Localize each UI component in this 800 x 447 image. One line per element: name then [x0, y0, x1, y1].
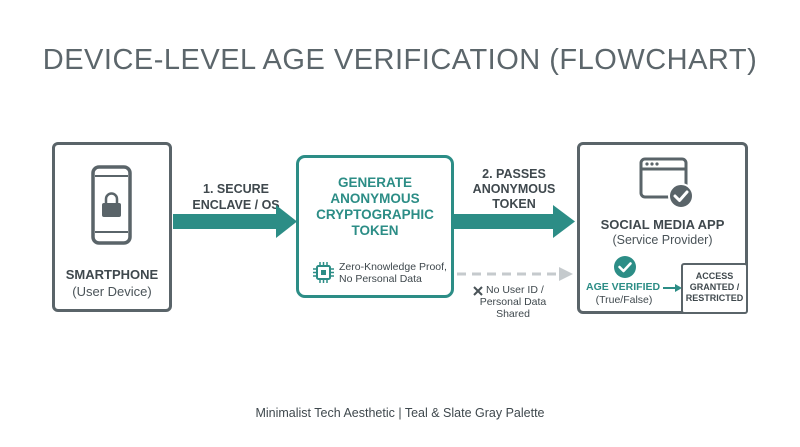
token-note-line1: Zero-Knowledge Proof,: [339, 261, 447, 273]
arrow-right-icon: [453, 205, 575, 238]
arrow1-label-line2: ENCLAVE / OS: [192, 198, 280, 212]
app-label: SOCIAL MEDIA APP: [600, 217, 725, 232]
access-line1: ACCESS: [695, 271, 734, 281]
token-title-line1: GENERATE: [337, 175, 412, 190]
check-circle-icon: [614, 256, 636, 278]
dashed-label-line1: No User ID /: [486, 284, 544, 296]
access-box: ACCESS GRANTED / RESTRICTED: [681, 263, 748, 314]
access-line2: GRANTED /: [689, 282, 740, 292]
footer-caption: Minimalist Tech Aesthetic | Teal & Slate…: [255, 406, 545, 420]
token-note-line2: No Personal Data: [339, 273, 422, 285]
smartphone-icon: [91, 165, 132, 245]
token-title-line3: CRYPTOGRAPHIC: [316, 207, 434, 222]
smartphone-label: SMARTPHONE: [65, 267, 159, 282]
arrow-right-icon: [173, 205, 297, 238]
app-sublabel: (Service Provider): [612, 233, 713, 247]
dashed-label-line2: Personal Data: [479, 296, 547, 308]
page-title: DEVICE-LEVEL AGE VERIFICATION (FLOWCHART…: [42, 44, 758, 76]
social-media-app-box: SOCIAL MEDIA APP (Service Provider) AGE …: [577, 142, 748, 314]
age-verified-sublabel: (True/False): [595, 294, 653, 306]
small-arrow-icon: [663, 284, 682, 292]
arrow2-label-line1: 2. PASSES: [482, 167, 546, 181]
access-line3: RESTRICTED: [685, 293, 744, 303]
token-box: GENERATE ANONYMOUS CRYPTOGRAPHIC TOKEN Z…: [296, 155, 454, 298]
arrow2-label-line2: ANONYMOUS: [472, 182, 556, 196]
dashed-label-line3: Shared: [496, 308, 530, 320]
dashed-arrow-icon: [457, 267, 573, 281]
smartphone-sublabel: (User Device): [72, 284, 152, 299]
app-window-check-icon: [639, 157, 694, 209]
age-verified-label: AGE VERIFIED: [586, 281, 661, 293]
token-title-line4: TOKEN: [351, 223, 399, 238]
cross-icon: [473, 286, 483, 296]
arrow1-label-line1: 1. SECURE: [203, 182, 269, 196]
arrow2-label-line3: TOKEN: [492, 197, 536, 211]
smartphone-box: SMARTPHONE (User Device): [52, 142, 172, 312]
token-title-line2: ANONYMOUS: [330, 191, 420, 206]
chip-icon: [313, 262, 334, 283]
